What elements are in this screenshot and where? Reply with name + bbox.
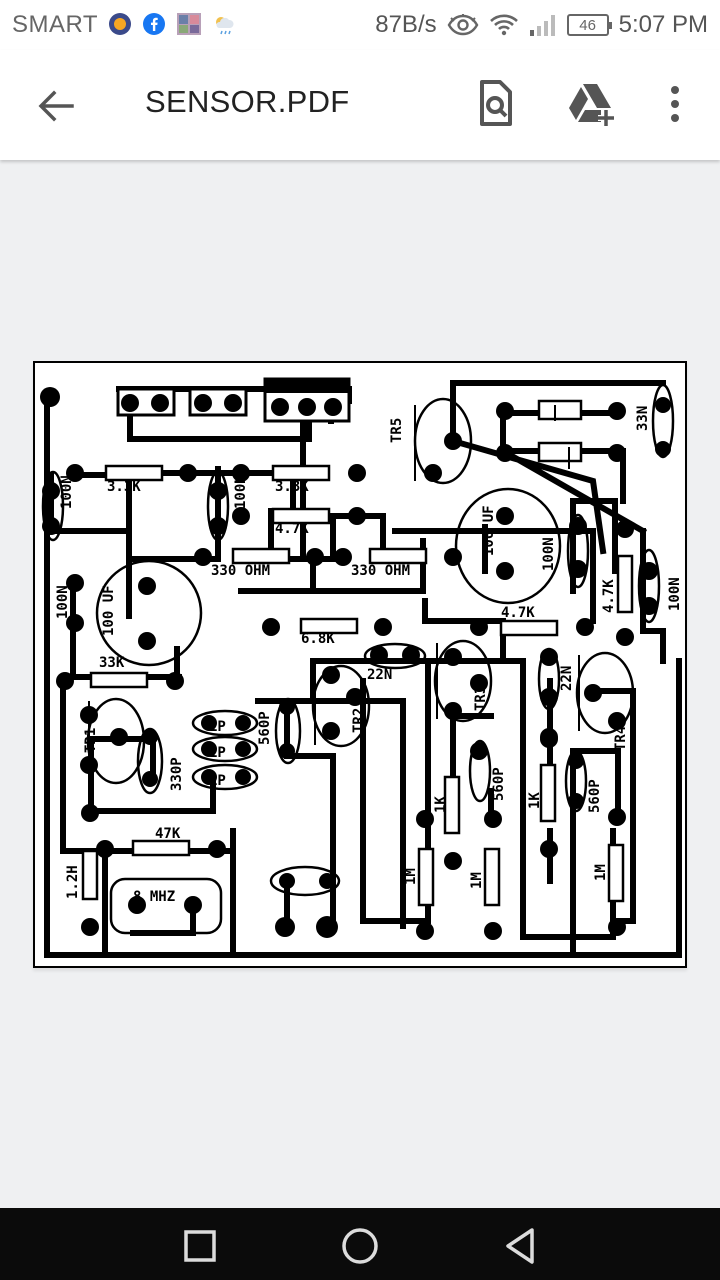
pcb-layout-drawing	[33, 361, 687, 968]
wifi-icon	[489, 14, 518, 36]
carrier-label: SMART	[12, 11, 99, 38]
pcb-component-label: 330 OHM	[211, 563, 270, 579]
pcb-component-label: 1M	[593, 864, 609, 881]
status-bar: SMART 87B/s 46 5:07 PM	[0, 0, 720, 50]
search-document-icon[interactable]	[470, 78, 520, 130]
pcb-component-label: 1P	[209, 745, 226, 761]
pcb-component-label: 330 OHM	[351, 563, 410, 579]
notification-app-icon	[109, 13, 131, 35]
drive-add-icon[interactable]	[566, 78, 620, 130]
pcb-component-label: 6.8K	[301, 631, 335, 647]
back-triangle-icon[interactable]	[498, 1224, 542, 1268]
pcb-component-label: 22N	[559, 666, 575, 691]
pcb-component-label: TR3	[473, 686, 489, 711]
pcb-component-label: 100N	[667, 577, 683, 611]
pcb-component-label: 1.2H	[65, 865, 81, 899]
home-circle-icon[interactable]	[338, 1224, 382, 1268]
pcb-component-label: 560P	[491, 767, 507, 801]
pcb-component-label: TR2	[351, 708, 367, 733]
more-vert-icon[interactable]	[660, 78, 690, 130]
pcb-component-label: 4.7K	[501, 605, 535, 621]
pcb-labels: TR5 33N 100N 3.3K 100N 3.3K 4.7K 330 OHM 330 OHM…	[55, 406, 683, 905]
pcb-component-label: 100N	[59, 475, 75, 509]
pcb-component-label: 1P	[209, 773, 226, 789]
pcb-component-label: 1K	[527, 792, 543, 809]
document-title: SENSOR.PDF	[145, 84, 350, 119]
status-right: 87B/s 46 5:07 PM	[375, 11, 708, 39]
pcb-component-label: 560P	[587, 779, 603, 813]
eye-icon	[447, 14, 478, 36]
pcb-component-label: 22N	[367, 667, 392, 683]
pcb-component-label: 33K	[99, 655, 125, 671]
pcb-component-label: 100 UF	[481, 505, 497, 556]
pcb-component-label: 33N	[635, 406, 651, 431]
pcb-component-label: 330P	[169, 757, 185, 791]
pcb-component-label: 1K	[433, 796, 449, 813]
recents-square-icon[interactable]	[178, 1224, 222, 1268]
pcb-component-label: TR4	[613, 726, 629, 751]
battery-icon: 46	[566, 14, 612, 36]
pcb-component-label: 100N	[55, 585, 71, 619]
app-bar: SENSOR.PDF	[0, 50, 720, 160]
navigation-bar	[0, 1208, 720, 1280]
pcb-component-label: TR5	[389, 418, 405, 443]
clock: 5:07 PM	[618, 11, 708, 38]
pcb-component-label: 560P	[257, 711, 273, 745]
gallery-icon	[177, 13, 201, 35]
pdf-page[interactable]: TR5 33N 100N 3.3K 100N 3.3K 4.7K 330 OHM 330 OHM…	[33, 361, 687, 968]
pcb-component-label: TR1	[83, 728, 99, 753]
facebook-icon	[143, 13, 165, 35]
back-arrow-icon[interactable]	[32, 82, 80, 130]
pcb-component-label: 100N	[541, 537, 557, 571]
net-speed: 87B/s	[375, 11, 437, 38]
pcb-component-label: 100N	[233, 475, 249, 509]
pcb-component-label: 1M	[403, 868, 419, 885]
pcb-component-label: 47K	[155, 826, 181, 842]
pcb-component-label: 3.3K	[275, 479, 309, 495]
pcb-component-label: 1P	[209, 719, 226, 735]
pcb-component-label: 100 UF	[101, 585, 117, 636]
pcb-component-label: 3.3K	[107, 479, 141, 495]
pcb-component-label: 1M	[469, 872, 485, 889]
pcb-component-label: 4.7K	[601, 579, 617, 613]
pcb-component-label: 8 MHZ	[133, 889, 175, 905]
notification-icons	[108, 12, 236, 36]
weather-icon	[216, 17, 234, 35]
signal-icon	[529, 15, 555, 36]
pcb-component-label: 4.7K	[275, 521, 309, 537]
